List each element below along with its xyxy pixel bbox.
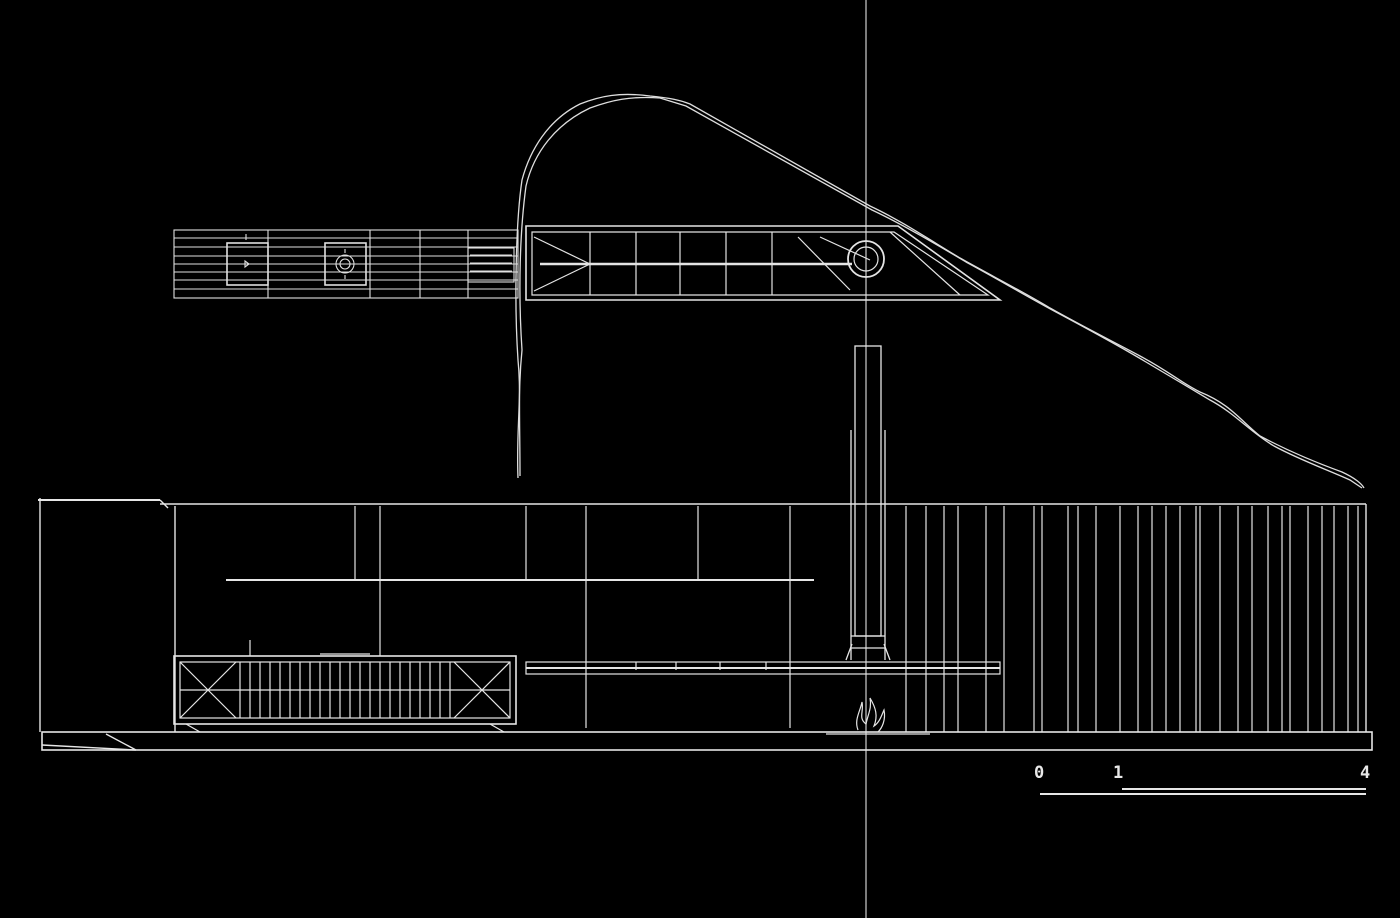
scale-label-1: 1 [1113, 763, 1124, 783]
elevation-window-grid [226, 506, 814, 728]
sketch-curve [515, 93, 1365, 489]
scale-bar [1040, 788, 1366, 795]
counter-unit [173, 640, 517, 733]
fire-icon [826, 697, 930, 735]
siding-panels [905, 506, 1359, 732]
scale-label-0: 0 [1034, 763, 1045, 783]
scale-label-4: 4 [1360, 763, 1371, 783]
fixture-box-2 [324, 242, 367, 286]
drain-circle [847, 240, 885, 278]
fixture-box-1 [226, 242, 269, 286]
plan-strip-right [525, 225, 1003, 301]
plan-strip-left [173, 229, 519, 299]
elevation-frame [38, 498, 1373, 751]
chimney [845, 345, 891, 661]
bench-shelf [525, 661, 1001, 675]
